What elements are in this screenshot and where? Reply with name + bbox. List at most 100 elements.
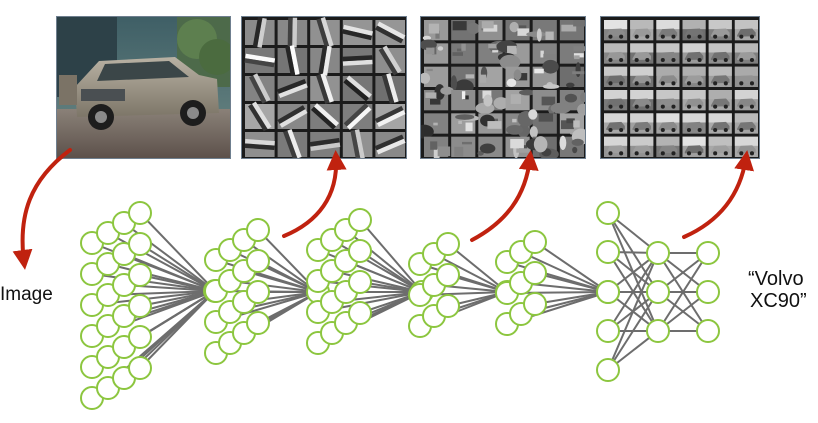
- feature-tile: [630, 113, 654, 134]
- feature-tile: [630, 136, 654, 157]
- fc-layer-1-node: [596, 319, 620, 343]
- conv-layer-3-node: [436, 263, 460, 287]
- conv-layer-3-node: [436, 232, 460, 256]
- feature-tile: [656, 90, 680, 111]
- feature-tile: [478, 66, 503, 87]
- feature-tile: [559, 128, 585, 157]
- feature-tile: [305, 97, 345, 136]
- feature-tile: [604, 90, 628, 111]
- conv-layer-1-node: [246, 280, 270, 304]
- feature-tile: [604, 136, 628, 157]
- feature-tile: [708, 136, 732, 157]
- feature-tile: [604, 20, 628, 41]
- fc-layer-3-node: [696, 241, 720, 265]
- feature-tile: [734, 43, 758, 64]
- conv-layer-2-node: [348, 208, 372, 232]
- feature-tile: [734, 113, 758, 134]
- edge-feature-grid: [241, 16, 407, 159]
- feature-tile: [273, 98, 312, 135]
- feature-tile: [682, 66, 706, 87]
- part-feature-arrow: [470, 150, 539, 242]
- input-arrow: [12, 148, 72, 270]
- conv-layer-4-node: [523, 230, 547, 254]
- input-layer-node: [128, 232, 152, 256]
- feature-tile: [478, 113, 503, 134]
- feature-tile: [477, 136, 503, 157]
- input-car-photo: [56, 16, 231, 159]
- part-feature-grid: [420, 16, 586, 159]
- feature-tile: [528, 109, 557, 139]
- feature-tile: [559, 43, 585, 64]
- input-layer-node: [128, 325, 152, 349]
- output-label-line2: XC90”: [750, 290, 807, 312]
- feature-tile: [604, 113, 628, 134]
- feature-tile: [451, 113, 480, 134]
- feature-tile: [451, 136, 476, 157]
- feature-tile: [559, 62, 585, 88]
- feature-tile: [338, 69, 377, 108]
- feature-tile: [424, 84, 454, 111]
- feature-tile: [630, 20, 654, 41]
- feature-tile: [525, 136, 559, 158]
- conv-layer-2-node: [348, 270, 372, 294]
- feature-tile: [550, 90, 585, 116]
- fc-layer-3-node: [696, 280, 720, 304]
- feature-tile: [682, 113, 706, 134]
- feature-tile: [532, 59, 560, 89]
- input-layer-node: [128, 356, 152, 380]
- feature-tile: [734, 66, 758, 87]
- feature-tile: [708, 113, 732, 134]
- feature-tile: [656, 43, 680, 64]
- feature-tile: [630, 66, 654, 87]
- feature-tile: [242, 97, 279, 136]
- feature-tile: [505, 66, 530, 87]
- feature-tile: [708, 66, 732, 87]
- feature-tile: [559, 113, 584, 135]
- feature-tile: [682, 90, 706, 111]
- fc-layer-1-node: [596, 280, 620, 304]
- feature-tile: [451, 20, 480, 41]
- feature-tile: [496, 40, 530, 70]
- conv-layer-2-node: [348, 301, 372, 325]
- conv-layer-1-node: [246, 249, 270, 273]
- feature-tile: [422, 20, 449, 41]
- conv-layer-3-node: [436, 294, 460, 318]
- feature-tile: [475, 90, 509, 114]
- feature-tile: [682, 136, 706, 157]
- object-feature-grid: [600, 16, 760, 159]
- feature-tile: [604, 66, 628, 87]
- feature-tile: [505, 110, 535, 138]
- fc-layer-2-node: [646, 319, 670, 343]
- feature-tile: [630, 43, 654, 64]
- feature-tile: [656, 66, 680, 87]
- fc-layer-1-node: [596, 201, 620, 225]
- fc-layer-1-node: [596, 240, 620, 264]
- output-label-line1: “Volvo: [748, 268, 804, 290]
- feature-tile: [656, 113, 680, 134]
- fc-layer-2-node: [646, 241, 670, 265]
- feature-tile: [559, 20, 585, 41]
- input-layer-node: [128, 201, 152, 225]
- feature-tile: [682, 20, 706, 41]
- feature-tile: [421, 113, 449, 139]
- feature-tile: [734, 20, 758, 41]
- feature-tile: [708, 90, 732, 111]
- feature-tile: [451, 43, 476, 64]
- feature-tile: [532, 43, 557, 64]
- feature-tile: [708, 20, 732, 41]
- object-feature-arrow: [682, 150, 754, 239]
- conv-layer-2-node: [348, 239, 372, 263]
- feature-tile: [734, 90, 758, 111]
- fc-layer-1-node: [596, 358, 620, 382]
- conv-layer-4-node: [523, 292, 547, 316]
- conv-layer-1-node: [246, 218, 270, 242]
- feature-tile: [682, 43, 706, 64]
- fc-layer-2-node: [646, 280, 670, 304]
- input-label: Image: [0, 284, 53, 305]
- feature-tile: [424, 136, 451, 158]
- edge-feature-arrow: [282, 150, 347, 238]
- output-label: “Volvo XC90”: [748, 268, 807, 312]
- feature-tile: [371, 99, 406, 134]
- feature-tile: [421, 66, 449, 87]
